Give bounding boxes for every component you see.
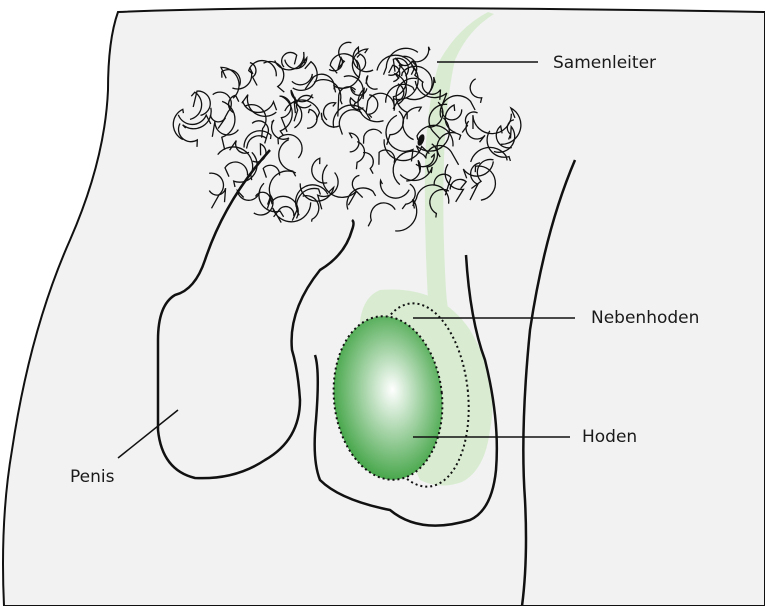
label-penis: Penis xyxy=(70,467,115,487)
label-nebenhoden: Nebenhoden xyxy=(591,308,699,328)
label-hoden: Hoden xyxy=(582,427,637,447)
label-samenleiter: Samenleiter xyxy=(553,53,656,73)
